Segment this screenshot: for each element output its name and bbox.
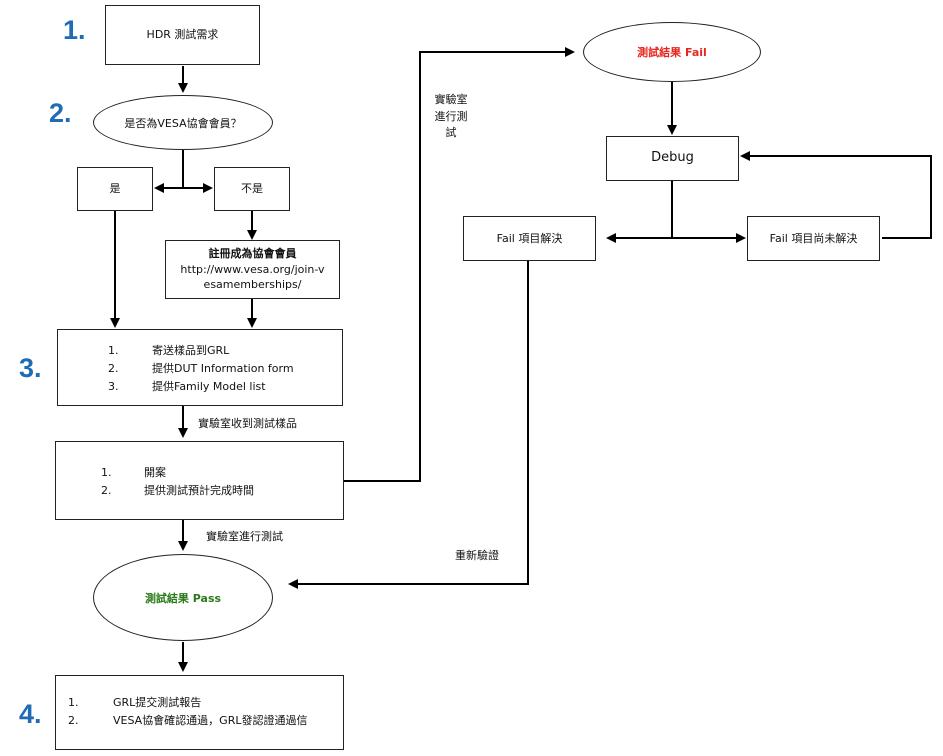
step3-list: 1. 寄送樣品到GRL 2. 提供DUT Information form 3.… [58,343,342,397]
test-pass-oval: 測試結果 Pass [93,554,273,641]
test-pass-text: 測試結果 Pass [144,591,222,605]
step3-item: 3. 提供Family Model list [58,379,342,397]
test-fail-oval: 測試結果 Fail [583,22,761,82]
edge-resolved-to-pass [288,261,529,589]
step3-item: 2. 提供DUT Information form [58,361,342,379]
register-member-box: 註冊成為協會會員 http://www.vesa.org/join-vesame… [165,240,340,299]
yes-text: 是 [109,182,121,196]
fail-unresolved-box: Fail 項目尚未解決 [747,216,880,261]
case-open-item-text: 提供測試預計完成時間 [144,484,254,497]
no-box: 不是 [214,167,290,211]
step4-item-number: 1. [68,696,79,709]
fail-resolved-box: Fail 項目解決 [463,216,596,261]
test-fail-text: 測試結果 Fail [637,46,707,59]
case-open-item: 1. 開案 [56,465,343,483]
step3-item-number: 3. [108,380,119,393]
step3-item-text: 寄送樣品到GRL [152,344,230,357]
case-open-box: 1. 開案 2. 提供測試預計完成時間 [55,441,344,520]
edge-label-retest: 重新驗證 [455,549,499,562]
debug-text: Debug [651,150,694,166]
hdr-request-text: HDR 測試需求 [146,28,219,42]
step4-item: 2. VESA協會確認通過，GRL發認證通過信 [56,713,343,731]
step3-item-text: 提供DUT Information form [152,362,294,375]
debug-box: Debug [606,136,739,181]
step4-item: 1. GRL提交測試報告 [56,695,343,713]
register-member-title: 註冊成為協會會員 [208,246,297,260]
case-open-item: 2. 提供測試預計完成時間 [56,483,343,501]
step3-box: 1. 寄送樣品到GRL 2. 提供DUT Information form 3.… [57,329,343,406]
case-open-item-text: 開案 [144,466,166,479]
step-number-4: 4. [19,699,42,729]
fail-unresolved-text: Fail 項目尚未解決 [769,231,858,245]
vesa-member-question-oval: 是否為VESA協會會員？ [93,95,273,150]
step-number-2: 2. [49,98,72,128]
step3-item-text: 提供Family Model list [152,380,266,393]
hdr-request-box: HDR 測試需求 [105,5,260,65]
step3-item-number: 1. [108,344,119,357]
edge-label-lab-testing-upper: 實驗室進行測試 [434,93,468,139]
vesa-member-question-text: 是否為VESA協會會員？ [124,116,242,130]
no-text: 不是 [241,182,263,196]
step4-list: 1. GRL提交測試報告 2. VESA協會確認通過，GRL發認證通過信 [56,695,343,731]
step4-item-text: GRL提交測試報告 [113,696,202,709]
step-number-3: 3. [19,353,42,383]
edge-label-lab-received: 實驗室收到測試樣品 [198,417,297,430]
step4-box: 1. GRL提交測試報告 2. VESA協會確認通過，GRL發認證通過信 [55,675,344,750]
fail-resolved-text: Fail 項目解決 [496,231,563,245]
step4-item-number: 2. [68,714,79,727]
step3-item-number: 2. [108,362,119,375]
step4-item-text: VESA協會確認通過，GRL發認證通過信 [113,714,308,727]
edge-case-to-fail [344,47,575,482]
edge-unresolved-to-debug [740,151,932,239]
edge-label-lab-testing: 實驗室進行測試 [206,530,283,543]
step-number-1: 1. [63,15,86,45]
case-open-list: 1. 開案 2. 提供測試預計完成時間 [56,465,343,501]
register-member-url: http://www.vesa.org/join-vesamemberships… [180,262,325,292]
case-open-item-number: 1. [101,466,112,479]
yes-box: 是 [77,167,153,211]
case-open-item-number: 2. [101,484,112,497]
step3-item: 1. 寄送樣品到GRL [58,343,342,361]
